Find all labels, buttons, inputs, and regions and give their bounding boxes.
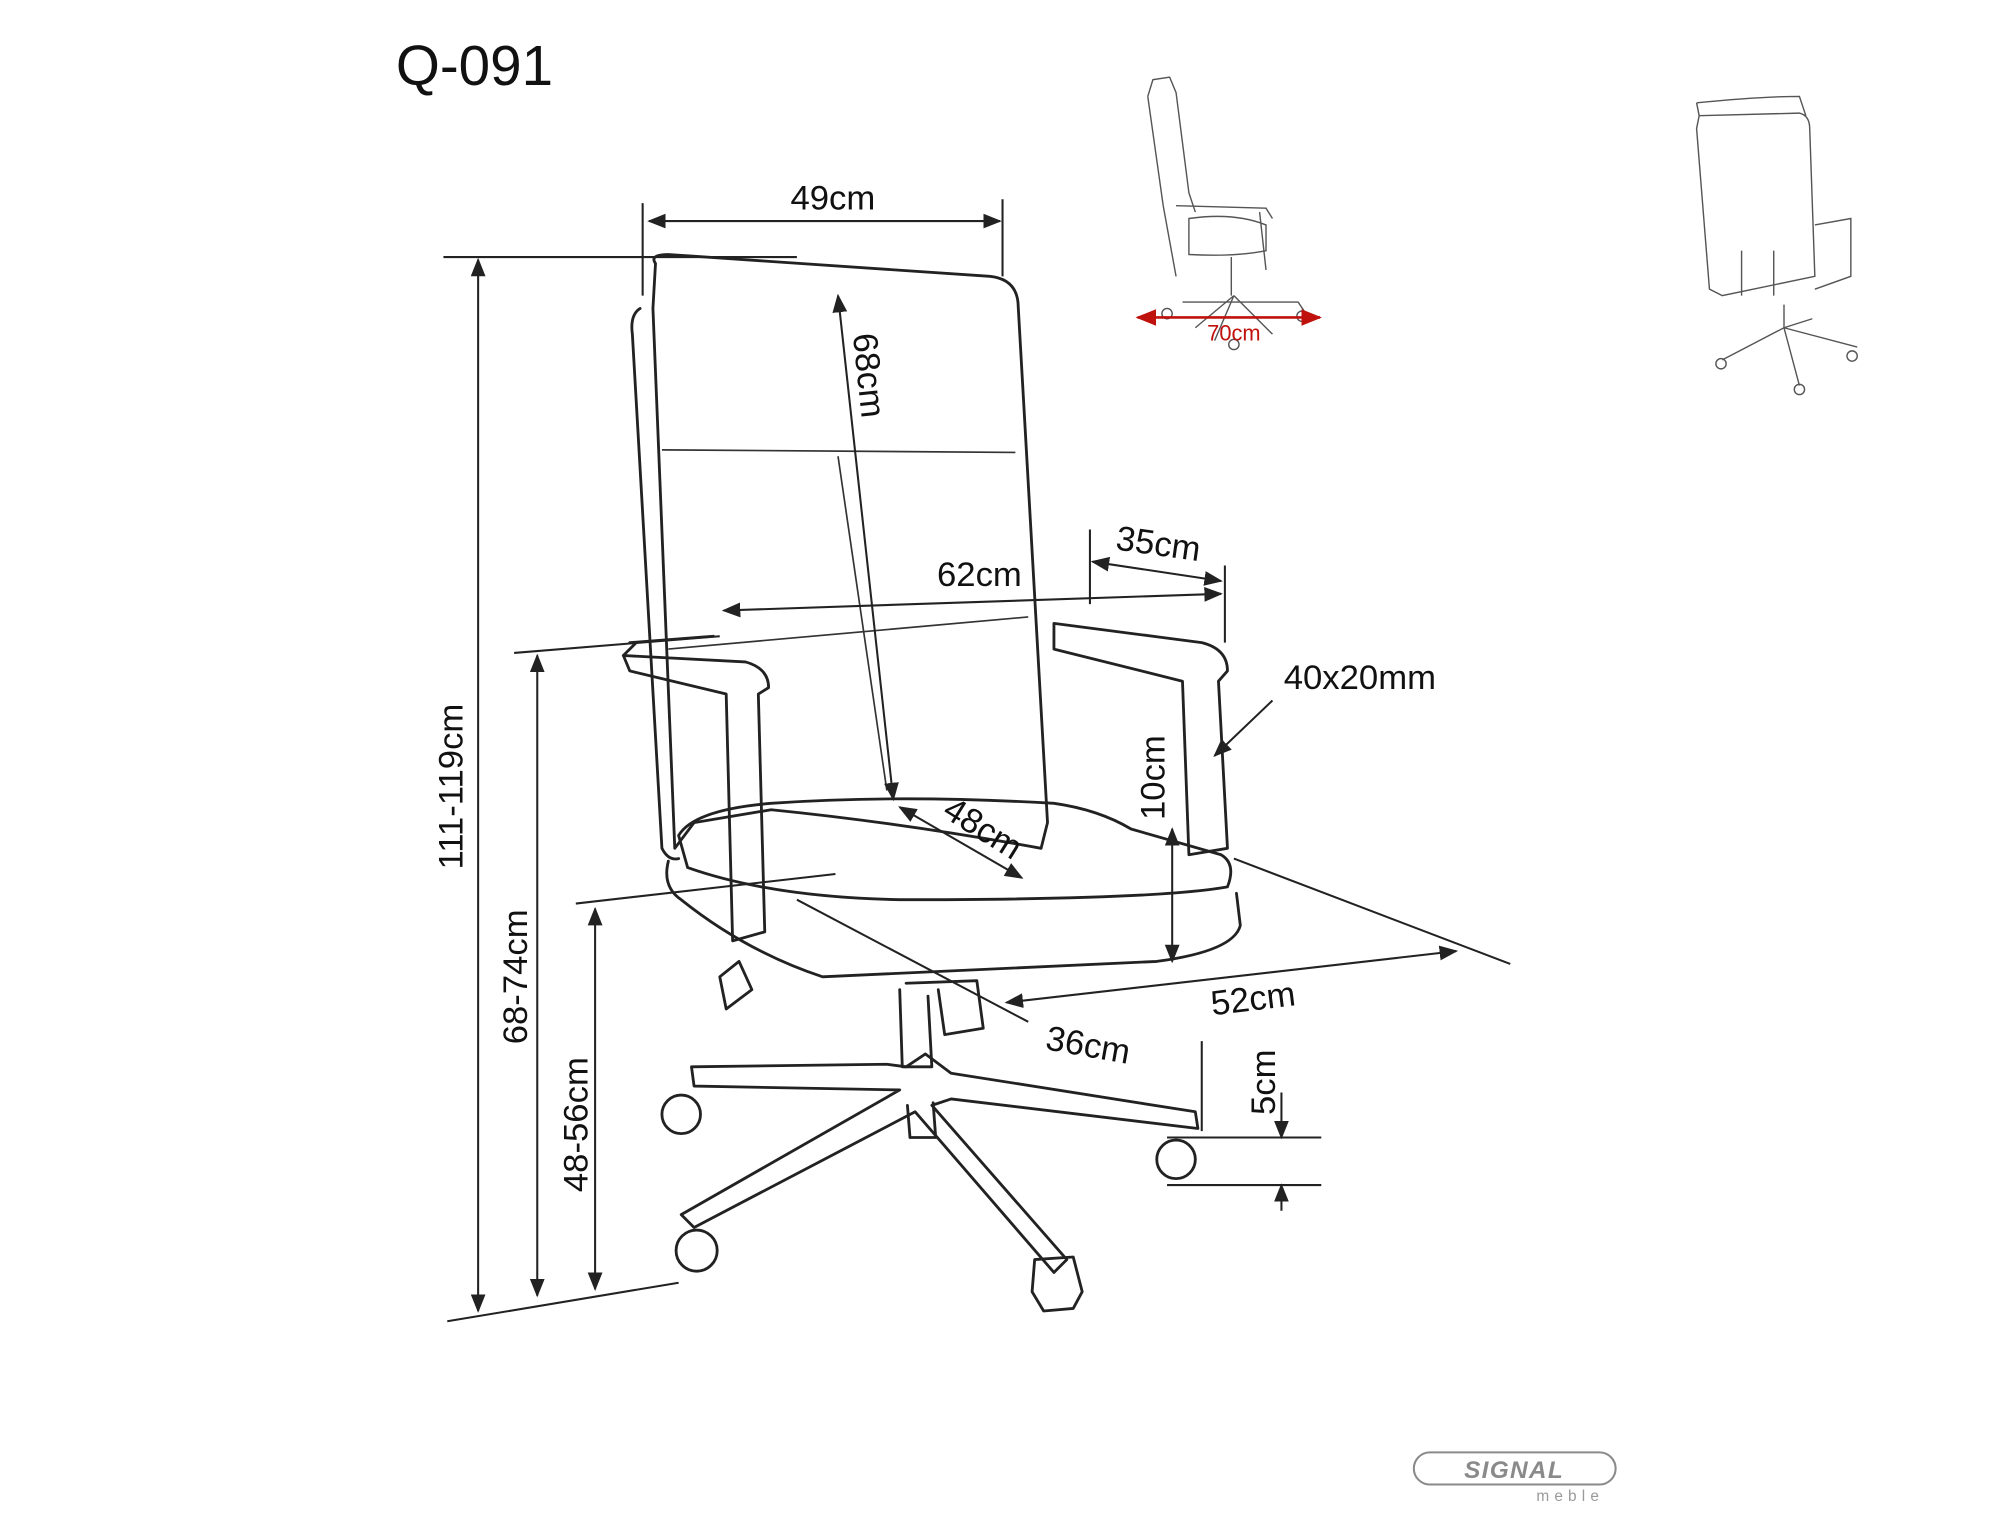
label-caster-height: 5cm <box>1245 1049 1283 1115</box>
dimension-lines <box>443 199 1511 1323</box>
chair-side-view <box>1147 76 1312 351</box>
label-armrest-height: 68-74cm <box>497 909 535 1044</box>
chair-back-view <box>1695 95 1858 396</box>
label-backrest-height: 68cm <box>845 331 892 419</box>
label-backrest-width: 49cm <box>790 180 875 218</box>
svg-text:SIGNAL: SIGNAL <box>1464 1457 1564 1484</box>
label-armrest-length: 35cm <box>1114 520 1203 569</box>
signal-meble-logo: SIGNAL meble <box>1412 1451 1617 1505</box>
label-seat-width: 52cm <box>1209 975 1298 1023</box>
svg-text:meble: meble <box>1536 1488 1604 1505</box>
label-seat-height: 48-56cm <box>557 1057 595 1192</box>
label-armrest-profile: 40x20mm <box>1284 659 1436 697</box>
product-title: Q-091 <box>396 34 553 97</box>
label-base-width: 70cm <box>1207 321 1260 346</box>
label-seat-base-depth: 36cm <box>1043 1020 1133 1072</box>
label-armrest-spacing: 62cm <box>937 556 1022 594</box>
label-seat-thickness: 10cm <box>1134 735 1172 820</box>
label-total-height: 111-119cm <box>433 704 471 870</box>
